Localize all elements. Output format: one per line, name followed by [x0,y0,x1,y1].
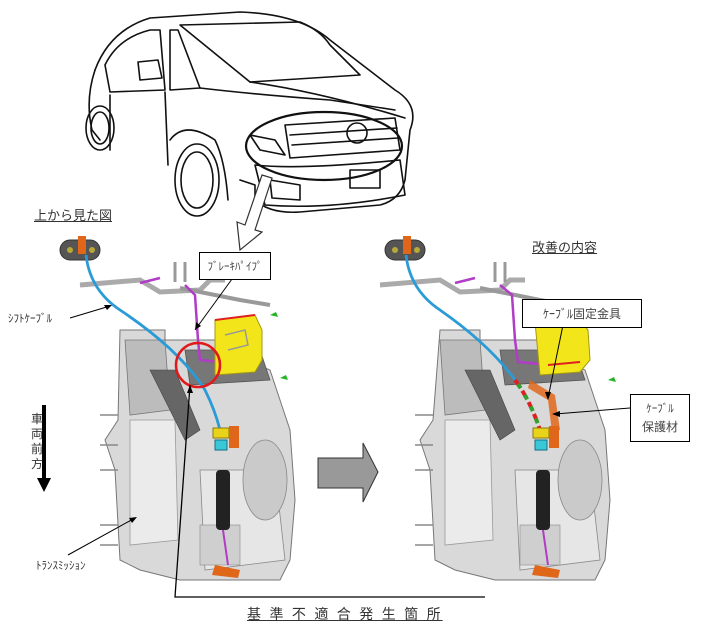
cable-protector-callout: ｹｰﾌﾞﾙ 保護材 [630,394,690,442]
cable-protector-label-1: ｹｰﾌﾞﾙ [646,402,674,415]
cable-bracket-label: ｹｰﾌﾞﾙ固定金具 [542,307,621,321]
cable-bracket-part [528,380,560,432]
front-highlight-ellipse [244,110,404,182]
top-view-label: 上から見た図 [34,209,113,224]
cable-protector [513,378,542,431]
brake-pipe [139,276,221,364]
shift-cable [84,254,222,431]
nonconformity-location-label: 基 準 不 適 合 発 生 箇 所 [247,607,443,623]
brake-pipe-label: ﾌﾞﾚｰｷﾊﾟｲﾌﾟ [207,260,263,273]
vehicle-front-char-3: 前 [30,442,43,456]
shift-cable-label: ｼﾌﾄｹｰﾌﾞﾙ [8,312,52,325]
vehicle-front-char-4: 方 [30,457,43,471]
vehicle-front-label: 車 両 前 方 [30,412,44,472]
vehicle-front-char-2: 両 [30,427,43,441]
transmission-body-after [415,329,611,581]
brake-pipe-after [454,276,541,366]
improvement-label: 改善の内容 [532,241,598,256]
shift-cable-after [404,254,517,381]
vehicle-front-char-1: 車 [30,412,43,426]
transmission-label: ﾄﾗﾝｽﾐｯｼｮﾝ [36,559,86,572]
callout-arrow [236,174,273,252]
cable-protector-label-2: 保護材 [641,420,678,434]
cable-bracket-callout: ｹｰﾌﾞﾙ固定金具 [522,299,642,328]
nonconformity-circle [174,341,222,389]
brake-pipe-callout: ﾌﾞﾚｰｷﾊﾟｲﾌﾟ [199,252,271,280]
